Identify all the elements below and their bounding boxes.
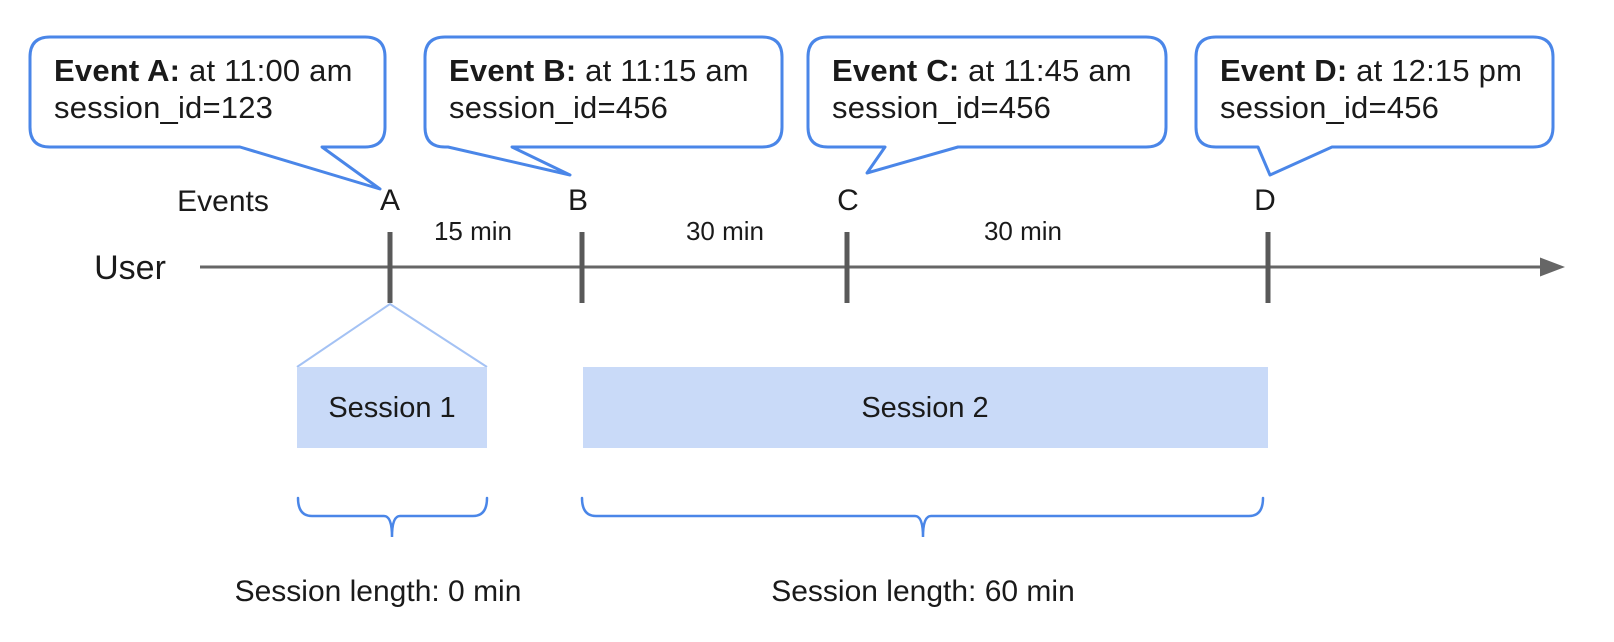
event-a-bubble-shape (28, 35, 387, 191)
event-a-bubble: Event A: at 11:00 am session_id=123 (54, 52, 364, 126)
tick-event-c (844, 232, 850, 303)
tick-event-b (579, 232, 585, 303)
event-b-bubble-shape (423, 35, 784, 177)
session-1-box (297, 367, 487, 448)
event-a-title: Event A: (54, 53, 181, 88)
event-d-bubble-line1: Event D: at 12:15 pm (1220, 52, 1532, 89)
tick-event-a (387, 232, 393, 303)
events-axis-label: Events (177, 185, 269, 218)
event-d-time: at 12:15 pm (1356, 53, 1523, 88)
event-b-bubble-line1: Event B: at 11:15 am (449, 52, 761, 89)
interval-b-c-label: 30 min (685, 216, 765, 246)
event-d-bubble-shape (1194, 35, 1555, 177)
event-c-bubble-shape (806, 35, 1168, 175)
event-b-time: at 11:15 am (585, 53, 749, 88)
interval-c-d-label: 30 min (983, 216, 1063, 246)
event-a-time: at 11:00 am (189, 53, 353, 88)
event-b-session-id: session_id=456 (449, 90, 669, 125)
session-1-funnel-lines (296, 302, 488, 368)
timeline-arrowhead-icon (1540, 257, 1565, 277)
session-2-box (583, 367, 1268, 448)
tick-event-d (1265, 232, 1271, 303)
session-2-label: Session 2 (861, 392, 989, 424)
user-axis-label: User (94, 249, 166, 287)
event-c-session-id: session_id=456 (832, 90, 1052, 125)
event-d-bubble: Event D: at 12:15 pm session_id=456 (1220, 52, 1532, 126)
event-c-letter: C (837, 184, 859, 217)
session-2-brace (580, 496, 1265, 538)
session-1-brace (296, 496, 489, 538)
session-2-length-label: Session length: 60 min (771, 575, 1075, 608)
interval-a-b-label: 15 min (433, 216, 513, 246)
event-a-letter: A (379, 184, 401, 217)
event-c-time: at 11:45 am (968, 53, 1132, 88)
event-d-session-id: session_id=456 (1220, 90, 1440, 125)
event-c-title: Event C: (832, 53, 960, 88)
event-a-bubble-line1: Event A: at 11:00 am (54, 52, 364, 89)
event-b-title: Event B: (449, 53, 577, 88)
session-1-label: Session 1 (328, 392, 456, 424)
event-a-session-id: session_id=123 (54, 90, 274, 125)
event-d-title: Event D: (1220, 53, 1348, 88)
event-b-bubble: Event B: at 11:15 am session_id=456 (449, 52, 761, 126)
event-c-bubble: Event C: at 11:45 am session_id=456 (832, 52, 1145, 126)
session-1-length-label: Session length: 0 min (234, 575, 522, 608)
event-d-letter: D (1254, 184, 1276, 217)
event-c-bubble-line1: Event C: at 11:45 am (832, 52, 1145, 89)
event-b-letter: B (567, 184, 589, 217)
